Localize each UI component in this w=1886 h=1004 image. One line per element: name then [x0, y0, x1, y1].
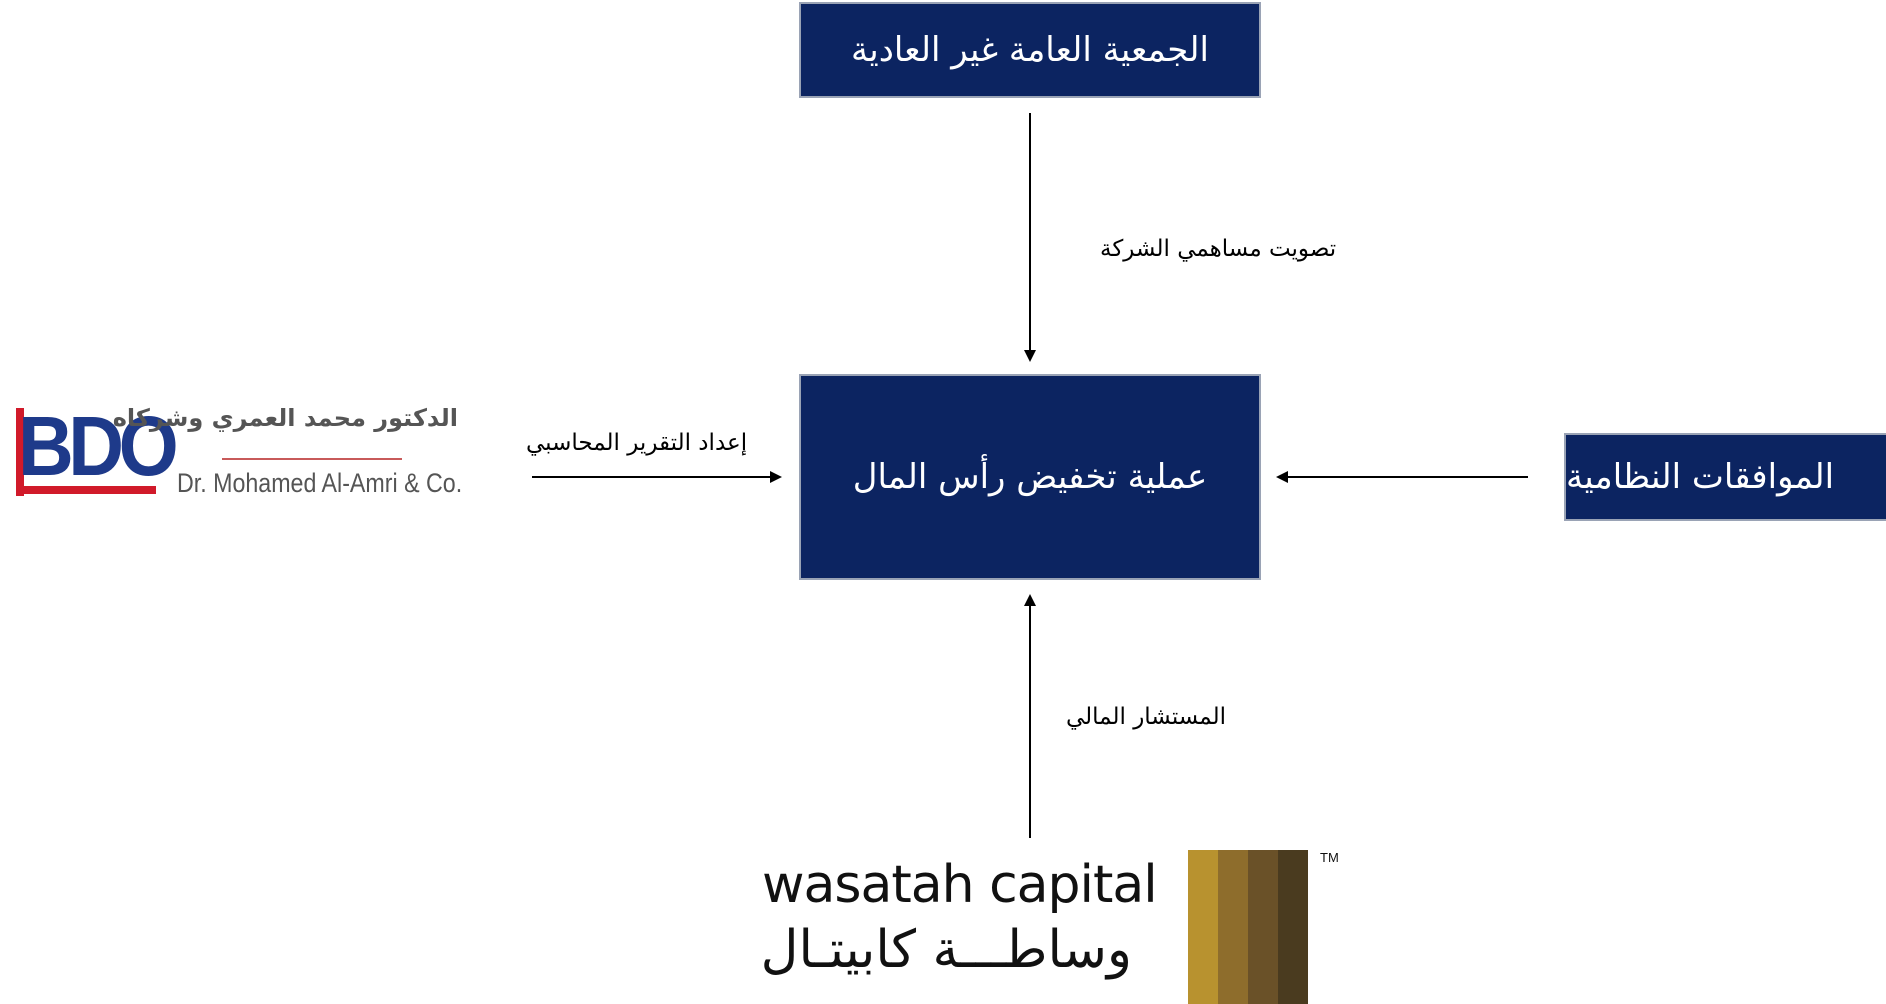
wasatah-capital-arabic-name: وساطـــة كابيتـال: [760, 920, 1132, 980]
bdo-logo-red-bar: [16, 408, 24, 496]
wasatah-capital-english-name: wasatah capital: [762, 855, 1158, 915]
edge-label-financial-advisor: المستشار المالي: [1066, 704, 1226, 730]
node-extraordinary-general-assembly-label: الجمعية العامة غير العادية: [851, 30, 1209, 70]
wasatah-stripe: [1248, 850, 1278, 1004]
bdo-logo-arabic-name: الدكتور محمد العمري وشركاه: [112, 404, 458, 432]
edge-label-accounting-report: إعداد التقرير المحاسبي: [526, 430, 748, 456]
node-regulatory-approvals-label: الموافقات النظامية: [1566, 457, 1835, 497]
bdo-logo-english-name: Dr. Mohamed Al-Amri & Co.: [177, 468, 463, 498]
node-regulatory-approvals: الموافقات النظامية: [1564, 433, 1886, 521]
bdo-logo-divider: [222, 458, 402, 460]
wasatah-capital-logo-mark: [1188, 850, 1308, 1004]
wasatah-stripe: [1278, 850, 1308, 1004]
node-extraordinary-general-assembly: الجمعية العامة غير العادية: [799, 2, 1261, 98]
bdo-logo: BDO الدكتور محمد العمري وشركاه Dr. Moham…: [12, 398, 462, 508]
node-capital-reduction-process-label: عملية تخفيض رأس المال: [852, 457, 1208, 497]
bdo-logo-mark: BDO: [18, 399, 179, 493]
wasatah-stripe: [1188, 850, 1218, 1004]
node-capital-reduction-process: عملية تخفيض رأس المال: [799, 374, 1261, 580]
wasatah-capital-logo-text: wasatah capital وساطـــة كابيتـال: [760, 855, 1158, 985]
wasatah-stripe: [1218, 850, 1248, 1004]
wasatah-trademark-symbol: TM: [1320, 850, 1339, 865]
bdo-logo-red-underline: [18, 486, 156, 494]
edge-label-shareholder-vote: تصويت مساهمي الشركة: [1100, 236, 1337, 262]
